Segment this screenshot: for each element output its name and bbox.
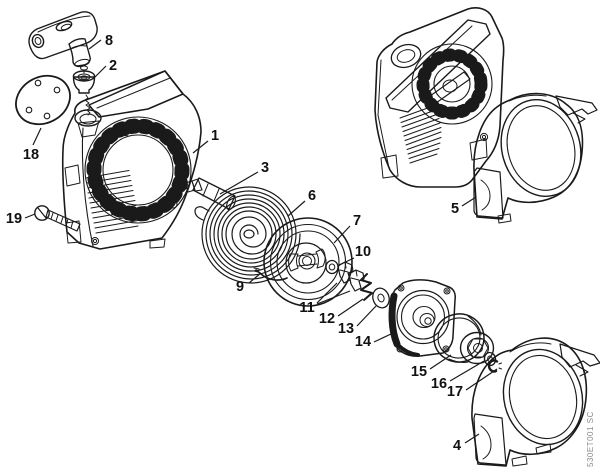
leader-line-8 [88, 39, 102, 50]
fan-slats-rear [416, 48, 488, 120]
leader-line-6 [287, 200, 306, 217]
callout-label-15: 15 [411, 364, 427, 380]
pawl-a-part [337, 261, 354, 284]
leader-line-9 [248, 272, 262, 284]
screw-part [34, 205, 81, 232]
leader-line-13 [356, 305, 377, 327]
leader-line-16 [449, 360, 485, 382]
starter-grip-part [28, 11, 98, 68]
leader-line-3 [219, 171, 259, 195]
callout-label-16: 16 [431, 376, 447, 392]
callout-label-19: 19 [6, 211, 22, 227]
fan-housing-rear-part [374, 7, 505, 188]
fan-baffle-lower-part [471, 337, 600, 467]
leader-line-5 [461, 196, 477, 207]
leader-line-11b [316, 290, 351, 305]
callout-5: 5 [451, 196, 477, 217]
callout-14: 14 [355, 333, 392, 350]
starter-housing-part [61, 70, 202, 250]
leader-line-18 [32, 127, 42, 146]
pawl-spring-part [360, 273, 373, 301]
leader-line-15 [429, 354, 452, 370]
washer-small-part [325, 259, 339, 275]
callout-label-6: 6 [308, 188, 316, 204]
callout-6: 6 [287, 188, 316, 217]
callout-15: 15 [411, 354, 452, 380]
leader-line-4 [464, 433, 480, 444]
callout-label-8: 8 [105, 33, 113, 49]
callout-7: 7 [333, 213, 361, 244]
callout-label-7: 7 [353, 213, 361, 229]
starter-cup-part [433, 313, 495, 365]
callout-16: 16 [431, 360, 485, 392]
callout-10: 10 [338, 244, 371, 266]
pin-part [182, 177, 236, 211]
starter-cover-plate-part [15, 74, 71, 126]
rope-bushing-part [72, 65, 96, 116]
leader-line-1 [192, 140, 209, 154]
fan-wheel-part [388, 279, 456, 357]
callout-label-5: 5 [451, 201, 459, 217]
callout-1: 1 [192, 128, 219, 154]
fan-slats [86, 118, 190, 222]
leader-line-14 [373, 333, 392, 343]
callout-13: 13 [338, 305, 377, 337]
callout-9: 9 [236, 272, 262, 295]
callout-label-1: 1 [211, 128, 219, 144]
callout-label-9: 9 [236, 279, 244, 295]
callout-label-12: 12 [319, 311, 335, 327]
leader-line-11a [316, 282, 338, 304]
callout-label-14: 14 [355, 334, 371, 350]
callout-label-11: 11 [299, 300, 314, 316]
leader-line-12 [337, 298, 364, 317]
leader-line-7 [333, 225, 351, 244]
callout-3: 3 [219, 160, 269, 195]
callout-label-13: 13 [338, 321, 354, 337]
callout-12: 12 [319, 298, 364, 327]
callout-label-17: 17 [447, 384, 463, 400]
washer-part [372, 287, 390, 309]
leader-line-17 [465, 368, 498, 391]
leader-line-10 [338, 257, 355, 266]
callout-18: 18 [23, 127, 42, 163]
callout-8: 8 [88, 33, 113, 50]
callout-19: 19 [6, 211, 36, 227]
callout-label-10: 10 [355, 244, 371, 260]
callout-17: 17 [447, 368, 498, 400]
rewind-spring-part [194, 186, 301, 284]
pawl-b-part [348, 269, 365, 292]
callout-label-2: 2 [109, 58, 117, 74]
callout-2: 2 [92, 58, 117, 80]
rope-rotor-part [263, 217, 353, 307]
callout-4: 4 [453, 433, 480, 454]
callout-label-18: 18 [23, 147, 39, 163]
callout-label-4: 4 [453, 438, 461, 454]
diagram-code: 530ET001 SC [586, 411, 595, 467]
callout-11: 11 [299, 282, 351, 316]
starter-rope-part [253, 267, 288, 281]
leader-line-2 [92, 65, 107, 80]
fan-baffle-upper-part [473, 92, 598, 224]
leader-line-19 [24, 213, 36, 219]
callout-label-3: 3 [261, 160, 269, 176]
callouts: 8 2 18 1 19 3 6 7 [6, 33, 498, 454]
